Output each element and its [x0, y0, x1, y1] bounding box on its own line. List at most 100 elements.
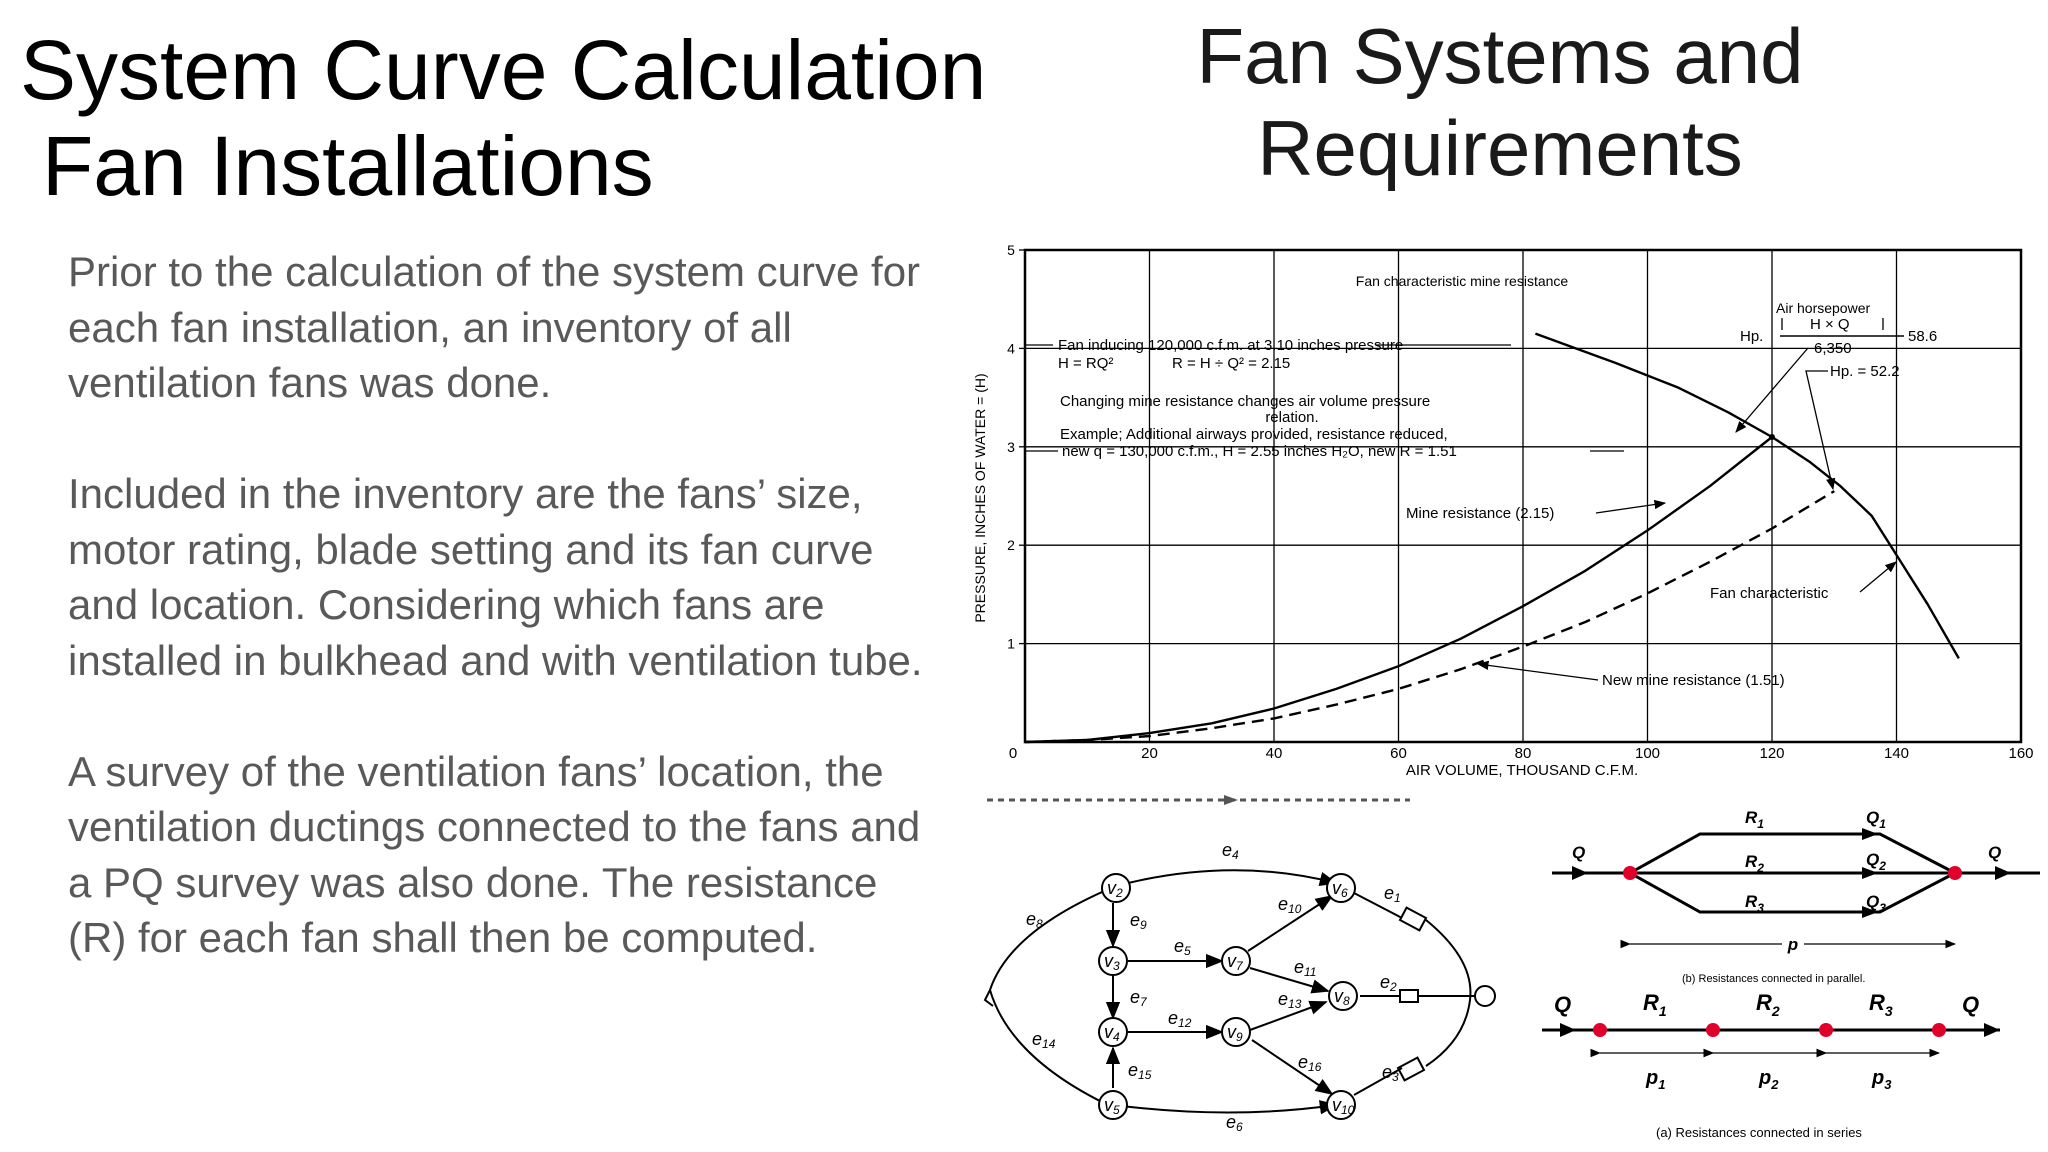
- y-tick-label: 5: [1007, 242, 1015, 258]
- plot-frame: [1023, 248, 2023, 744]
- x-tick-label: 40: [1266, 745, 1283, 762]
- network-node-v8: v8: [1328, 981, 1358, 1011]
- parallel-branch-1: [1629, 832, 1956, 875]
- title-right-line-2: Requirements: [1257, 104, 1743, 192]
- network-edge-label-e9: e9: [1130, 910, 1147, 932]
- title-left-line-2: Fan Installations: [42, 119, 654, 213]
- leader-hp-58-6: [1735, 347, 1809, 433]
- label-air-horsepower: Air horsepower: [1776, 300, 1870, 316]
- x-axis-label: AIR VOLUME, THOUSAND C.F.M.: [1406, 762, 1638, 779]
- network-edge-label-e11: e11: [1294, 957, 1316, 979]
- series-p2: p2: [1758, 1067, 1779, 1092]
- series-r3: R3: [1869, 990, 1893, 1019]
- body-text: Prior to the calculation of the system c…: [68, 244, 928, 1021]
- parallel-resistances-diagram: R1 R2 R3 Q1 Q2 Q3 Q Q p (b) Resistances …: [1552, 808, 2040, 985]
- edge-e10: [1247, 895, 1334, 952]
- edge-e1: [1353, 892, 1403, 919]
- network-edge-label-e12: e12: [1168, 1008, 1192, 1030]
- parallel-arrow-q2-icon: [1862, 867, 1878, 879]
- series-arrow-in-icon: [1560, 1023, 1576, 1037]
- network-edge-label-e4: e4: [1222, 840, 1239, 862]
- label-fan-characteristic: Fan characteristic: [1710, 585, 1829, 602]
- network-outlet-curve: [1425, 919, 1472, 1067]
- network-node-v10: v10: [1326, 1090, 1356, 1120]
- chart-series: [1024, 332, 1960, 744]
- x-tick-label: 120: [1759, 745, 1784, 762]
- y-tick-label: 4: [1007, 340, 1015, 356]
- network-edge-label-e15: e15: [1128, 1060, 1152, 1082]
- edge-e11: [1249, 967, 1330, 994]
- series-node-4: [1932, 1023, 1946, 1037]
- paragraph-inventory-details: Included in the inventory are the fans’ …: [68, 470, 923, 684]
- network-edge-label-e5: e5: [1174, 936, 1191, 958]
- title-left-line-1: System Curve Calculation: [20, 23, 987, 117]
- annotation-new-q: new q = 130,000 c.f.m., H = 2.55 inches …: [1062, 443, 1457, 460]
- parallel-p-label-bg: [1782, 934, 1804, 954]
- parallel-arrow-q1-icon: [1862, 828, 1878, 840]
- network-edge-label-e16: e16: [1298, 1052, 1322, 1074]
- series-r1: R1: [1643, 990, 1667, 1019]
- label-58-6: 58.6: [1908, 328, 1937, 345]
- series-r2: R2: [1756, 990, 1780, 1019]
- label-mine-resistance: Mine resistance (2.15): [1406, 505, 1554, 522]
- operating-point: [1769, 433, 1775, 440]
- series-node-1: [1593, 1023, 1607, 1037]
- leader-mine-resistance: [1595, 499, 1667, 514]
- network-node-v7: v7: [1221, 946, 1251, 976]
- network-node-v5: v5: [1098, 1090, 1128, 1120]
- label-new-mine-resistance: New mine resistance (1.51): [1602, 672, 1785, 689]
- label-6350: 6,350: [1814, 340, 1852, 357]
- label-hp-52-2: Hp. = 52.2: [1830, 363, 1900, 380]
- fan-symbol-3-icon: [1396, 1056, 1426, 1082]
- parallel-q1: Q1: [1866, 808, 1886, 831]
- edge-e4: [1115, 869, 1338, 887]
- x-tick-label: 160: [2008, 745, 2033, 762]
- parallel-q-in: Q: [1572, 843, 1585, 862]
- series-q-out: Q: [1962, 992, 1979, 1017]
- label-h-times-q: H × Q: [1810, 316, 1850, 333]
- network-edge-label-e3: e3: [1382, 1062, 1399, 1084]
- annotation-fan-characteristic-mine-resistance: Fan characteristic mine resistance: [1356, 273, 1569, 289]
- network-node-v3: v3: [1098, 946, 1128, 976]
- series-p3: p3: [1871, 1067, 1892, 1092]
- parallel-arrows: [1572, 828, 2011, 918]
- network-node-v9: v9: [1221, 1017, 1251, 1047]
- slide-title-left: System Curve Calculation Fan Installatio…: [20, 22, 986, 214]
- series-line-2: [1024, 490, 1835, 744]
- series-resistances-diagram: Q Q R1 R2 R3 p1 p2 p3 (a) Resistances co…: [1542, 990, 2000, 1140]
- annotation-example: Example; Additional airways provided, re…: [1060, 426, 1448, 443]
- x-tick-label: 100: [1635, 745, 1660, 762]
- parallel-arrow-out-icon: [1995, 866, 2011, 880]
- leader-hp-52-2: [1805, 370, 1836, 491]
- network-node-v6: v6: [1326, 873, 1356, 903]
- series-caption: (a) Resistances connected in series: [1656, 1125, 1862, 1140]
- annotation-changing-resistance: Changing mine resistance changes air vol…: [1060, 393, 1430, 410]
- title-right-line-1: Fan Systems and: [1196, 12, 1804, 100]
- y-tick-label: 2: [1007, 537, 1015, 553]
- paragraph-survey: A survey of the ventilation fans’ locati…: [68, 747, 921, 962]
- parallel-r3: R3: [1745, 892, 1764, 915]
- series-node-3: [1819, 1023, 1833, 1037]
- x-tick-label: 0: [1009, 745, 1017, 762]
- x-tick-label: 60: [1390, 745, 1407, 762]
- parallel-q2: Q2: [1866, 850, 1886, 873]
- chart-grid: [1025, 250, 2021, 742]
- parallel-arrow-in-icon: [1572, 866, 1588, 880]
- divider-arrow-icon: [1224, 795, 1238, 805]
- ventilation-network-diagram: [983, 869, 1496, 1115]
- leader-fan-characteristic: [1859, 561, 1897, 593]
- x-tick-label: 80: [1515, 745, 1532, 762]
- edge-e14: [989, 989, 1111, 1107]
- parallel-arrow-q3-icon: [1862, 906, 1878, 918]
- network-edge-label-e6: e6: [1226, 1112, 1243, 1134]
- edge-e6: [1113, 1100, 1338, 1115]
- annotation-leader-lines: [1025, 318, 1897, 681]
- fan-symbol-1-icon: [1398, 906, 1428, 932]
- network-edge-label-e10: e10: [1278, 894, 1302, 916]
- label-hp: Hp.: [1740, 328, 1763, 345]
- network-edge-label-e8: e8: [1026, 909, 1043, 931]
